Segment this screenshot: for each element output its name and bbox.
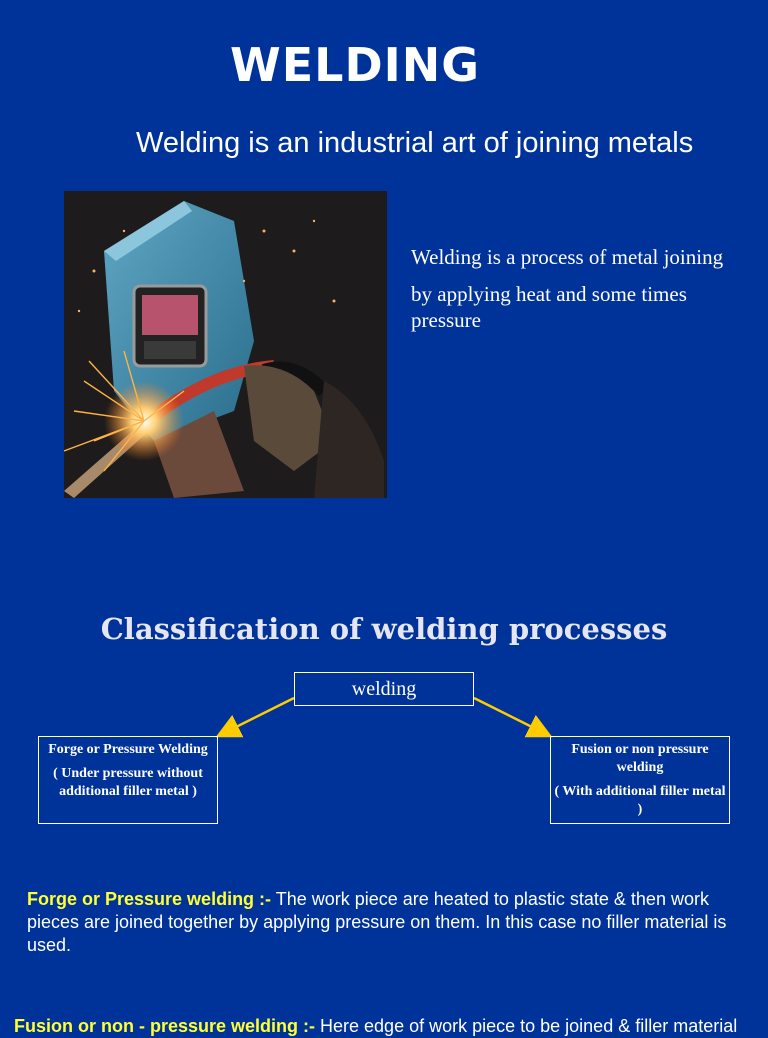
welding-root-box: welding <box>294 672 474 706</box>
forge-paragraph-text: The work piece are heated to plastic sta… <box>27 889 727 955</box>
arrow-to-forge <box>215 696 295 738</box>
welder-photo <box>64 191 387 498</box>
page-subtitle: Welding is an industrial art of joining … <box>136 127 694 159</box>
fusion-box-detail: ( With additional filler metal ) <box>554 784 726 817</box>
classification-heading: Classification of welding processes <box>100 612 668 646</box>
arrow-to-fusion <box>473 696 553 738</box>
fusion-paragraph: Fusion or non - pressure welding :- Here… <box>14 1015 768 1038</box>
definition-line-1: Welding is a process of metal joining <box>411 245 724 269</box>
definition-line-2: by applying heat and some times pressure <box>411 282 687 332</box>
forge-box-detail: ( Under pressure without additional fill… <box>53 766 203 799</box>
fusion-welding-box: Fusion or non pressure welding ( With ad… <box>550 736 730 824</box>
forge-welding-box: Forge or Pressure Welding ( Under pressu… <box>38 736 218 824</box>
forge-paragraph-lead: Forge or Pressure welding :- <box>27 889 272 909</box>
forge-paragraph: Forge or Pressure welding :- The work pi… <box>27 888 762 957</box>
fusion-paragraph-text: Here edge of work piece to be joined & f… <box>315 1016 738 1036</box>
forge-box-title: Forge or Pressure Welding <box>48 742 208 757</box>
fusion-box-title: Fusion or non pressure welding <box>571 742 709 775</box>
page-title: WELDING <box>229 38 481 92</box>
fusion-paragraph-lead: Fusion or non - pressure welding :- <box>14 1016 316 1036</box>
